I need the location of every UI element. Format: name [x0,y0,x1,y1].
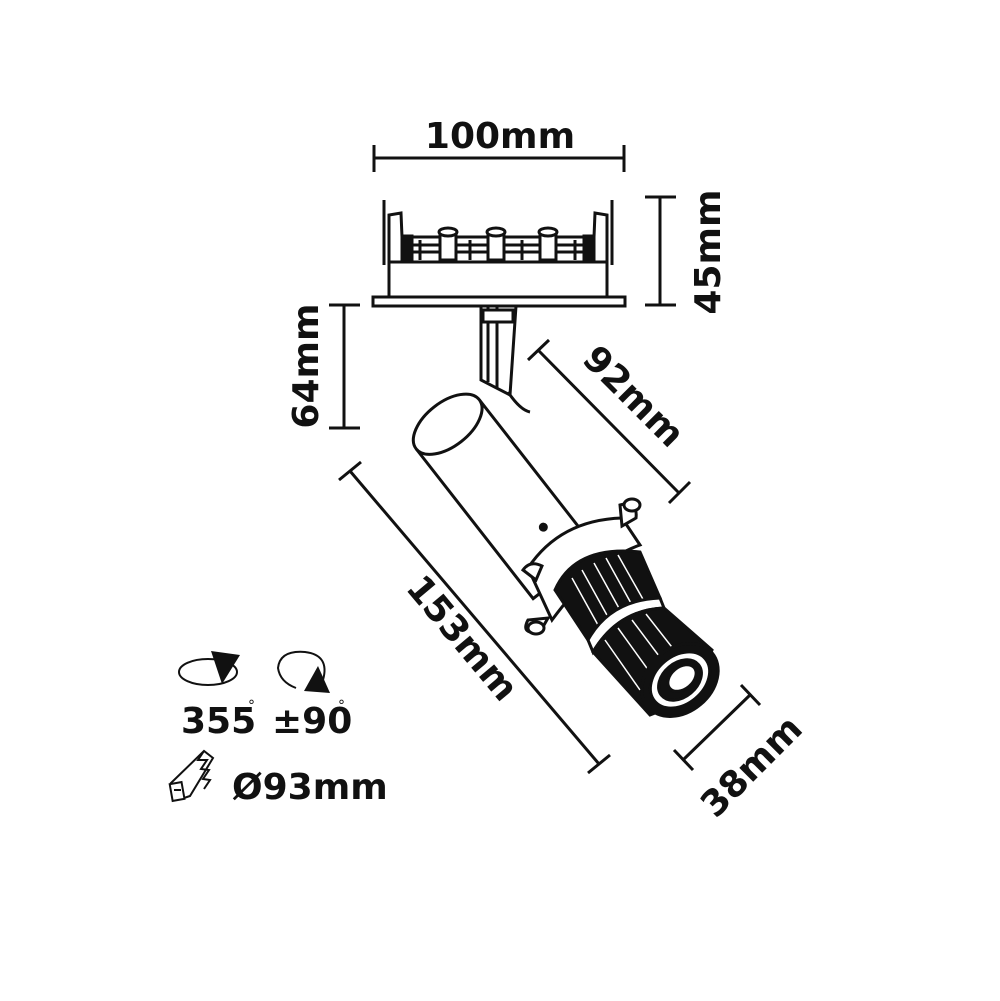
width-dimension [372,145,626,172]
mount-height-dimension [645,195,676,307]
horizontal-rotation-icon [178,651,240,686]
vertical-rotation-icon [276,650,330,693]
lens-head [520,497,720,718]
total-length-label: 153mm [398,568,526,709]
mount-height-label: 45mm [688,189,729,314]
lens-diameter-dimension [672,683,762,772]
width-label: 100mm [425,116,575,157]
lens-diameter-label: 38mm [693,708,810,825]
support-arm [479,304,531,414]
vertical-rotation-value: ±90 [272,701,352,742]
mounting-housing [371,200,627,308]
body-length-dimension [526,338,692,505]
arm-height-label: 64mm [286,303,327,428]
horizontal-rotation-value: 355 [181,701,256,742]
vertical-rotation-unit: ° [338,698,345,714]
total-length-dimension [338,460,611,775]
saw-icon [168,749,215,803]
cutout-label: Ø93mm [232,767,388,808]
arm-height-dimension [329,303,360,430]
body-length-label: 92mm [574,338,691,455]
horizontal-rotation-unit: ° [248,698,255,714]
